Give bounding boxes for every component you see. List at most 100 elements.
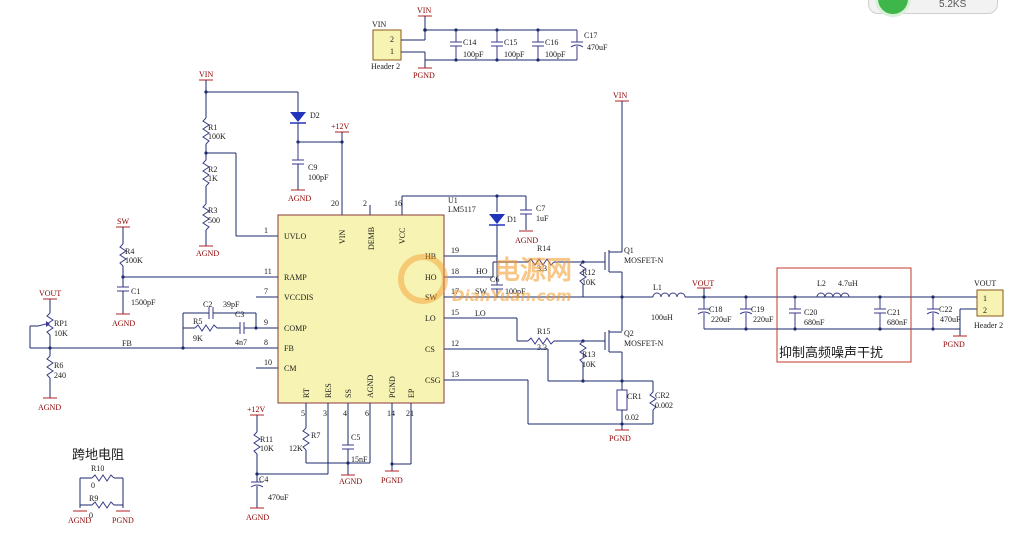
mosfets: VIN Q1 MOSFET-N Q2 MOSFET-N CR1 0.02 CR2… xyxy=(604,91,673,443)
sw-net-label: SW xyxy=(475,287,487,296)
ic-u1-ref: U1 xyxy=(448,196,458,205)
r1-ref: R1 xyxy=(208,123,217,132)
input-header-box xyxy=(372,29,402,61)
p12v-label-bottom: +12V xyxy=(247,405,266,414)
r5-ref: R5 xyxy=(193,317,202,326)
r13-ref: R13 xyxy=(582,350,595,359)
input-header-section: 2 1 VIN Header 2 PGND VIN C14 100pF C15 … xyxy=(371,6,608,80)
d1-diode-icon xyxy=(489,214,505,224)
r9-ref: R9 xyxy=(89,494,98,503)
ic-left-pin-name-1: RAMP xyxy=(284,273,307,282)
ic-bottom-pin-num-2: 4 xyxy=(343,409,347,418)
ic-left-pin-num-2: 7 xyxy=(264,287,268,296)
ic-bottom-pin-num-3: 6 xyxy=(365,409,369,418)
c9-ref: C9 xyxy=(308,163,317,172)
ic-bottom-pin-name-0: RT xyxy=(302,388,311,398)
input-header-label: Header 2 xyxy=(371,62,400,71)
vin-label-left: VIN xyxy=(199,70,213,79)
c9-val: 100pF xyxy=(308,173,329,182)
ic-left-pin-name-4: FB xyxy=(284,344,294,353)
r14-val: 3.3 xyxy=(537,264,547,273)
c6-val: 100pF xyxy=(505,287,526,296)
r10-ref: R10 xyxy=(91,464,104,473)
r12-val: 10K xyxy=(582,278,596,287)
vin-label-top: VIN xyxy=(417,6,431,15)
agnd-label-r9: AGND xyxy=(68,516,91,525)
left-compensation: SW R4 100K C1 1500pF AGND C2 39pF R5 9K … xyxy=(29,217,278,412)
rp1-val: 10K xyxy=(54,329,68,338)
ic-left-pin-name-3: COMP xyxy=(284,324,307,333)
ic-bottom-pin-num-0: 5 xyxy=(301,409,305,418)
l2-ref: L2 xyxy=(817,279,826,288)
ic-left-pin-name-2: VCCDIS xyxy=(284,293,313,302)
c5-ref: C5 xyxy=(351,433,360,442)
agnd-label-r3: AGND xyxy=(196,249,219,258)
input-header-pin1: 1 xyxy=(390,47,394,56)
ic-right-pin-name-3: LO xyxy=(425,314,436,323)
r6-ref: R6 xyxy=(54,361,63,370)
filter-highlight-box xyxy=(776,267,912,363)
pgnd-label-cr1: PGND xyxy=(609,434,631,443)
corner-badge[interactable]: 5.2KS xyxy=(868,0,998,17)
ic-left-pin-name-5: CM xyxy=(284,364,296,373)
agnd-label-c9: AGND xyxy=(288,194,311,203)
q1-ref: Q1 xyxy=(624,246,634,255)
ic-right-pin-name-1: HO xyxy=(425,273,437,282)
ic-right-pin-num-4: 12 xyxy=(451,339,459,348)
output-header-box xyxy=(976,289,1004,317)
ic-top-pin-num-0: 20 xyxy=(331,199,339,208)
filter-box-label: 抑制高频噪声干扰 xyxy=(779,345,883,361)
ic-right-pin-name-0: HB xyxy=(425,252,436,261)
watermark-en: DianYuan.com xyxy=(452,287,572,305)
c22-ref: C22 xyxy=(939,305,952,314)
input-header-vin-label: VIN xyxy=(372,20,386,29)
c14-ref: C14 xyxy=(463,38,476,47)
c7-ref: C7 xyxy=(536,204,545,213)
c2-ref: C2 xyxy=(203,300,212,309)
c2-val: 39pF xyxy=(223,300,240,309)
c21-val: 680nF xyxy=(887,318,908,327)
c20-ref: C20 xyxy=(804,308,817,317)
output-stage: L1 100uH VOUT C18 220uF C19 220uF C20 68… xyxy=(622,267,1004,363)
r7-ref: R7 xyxy=(311,431,320,440)
ic-left-pin-num-0: 1 xyxy=(264,226,268,235)
r13-val: 10K xyxy=(582,360,596,369)
r4-ref: R4 xyxy=(125,247,134,256)
r11-ref: R11 xyxy=(260,435,273,444)
c1-val: 1500pF xyxy=(131,298,156,307)
c17-ref: C17 xyxy=(584,31,597,40)
d2-c9-section: D2 C9 100pF AGND +12V xyxy=(288,92,350,215)
q2-part: MOSFET-N xyxy=(624,339,663,348)
c4-val: 470uF xyxy=(268,493,289,502)
output-header-label: Header 2 xyxy=(974,321,1003,330)
c16-ref: C16 xyxy=(545,38,558,47)
c19-val: 220uF xyxy=(753,315,774,324)
ic-left-pin-num-4: 8 xyxy=(264,338,268,347)
cr2-ref: CR2 xyxy=(655,391,670,400)
l1-val: 100uH xyxy=(651,313,673,322)
c18-ref: C18 xyxy=(709,305,722,314)
ic-bottom-pin-name-4: PGND xyxy=(388,376,397,398)
c16-val: 100pF xyxy=(545,50,566,59)
c7-val: 1uF xyxy=(536,214,549,223)
badge-label: 5.2KS xyxy=(939,0,967,10)
pgnd-label-out: PGND xyxy=(943,340,965,349)
ic-bottom-pin-name-5: EP xyxy=(407,388,416,398)
vin-label-q1: VIN xyxy=(613,91,627,100)
cr1-ref: CR1 xyxy=(627,392,642,401)
r5-val: 9K xyxy=(193,334,203,343)
vout-label-left: VOUT xyxy=(39,289,61,298)
ic-u1-part: LM5117 xyxy=(448,205,476,214)
c17-val: 470uF xyxy=(587,43,608,52)
c5-val: 15nF xyxy=(351,455,368,464)
c20-val: 680nF xyxy=(804,318,825,327)
c1-ref: C1 xyxy=(131,287,140,296)
uvlo-divider: VIN R1 100K R2 1K R3 500 AGND xyxy=(196,70,298,258)
output-header-pin2: 2 xyxy=(983,306,987,315)
r10-val: 0 xyxy=(91,481,95,490)
r15-ref: R15 xyxy=(537,327,550,336)
ic-top-pin-name-1: DEMB xyxy=(367,227,376,250)
p12v-label-top: +12V xyxy=(331,122,350,131)
